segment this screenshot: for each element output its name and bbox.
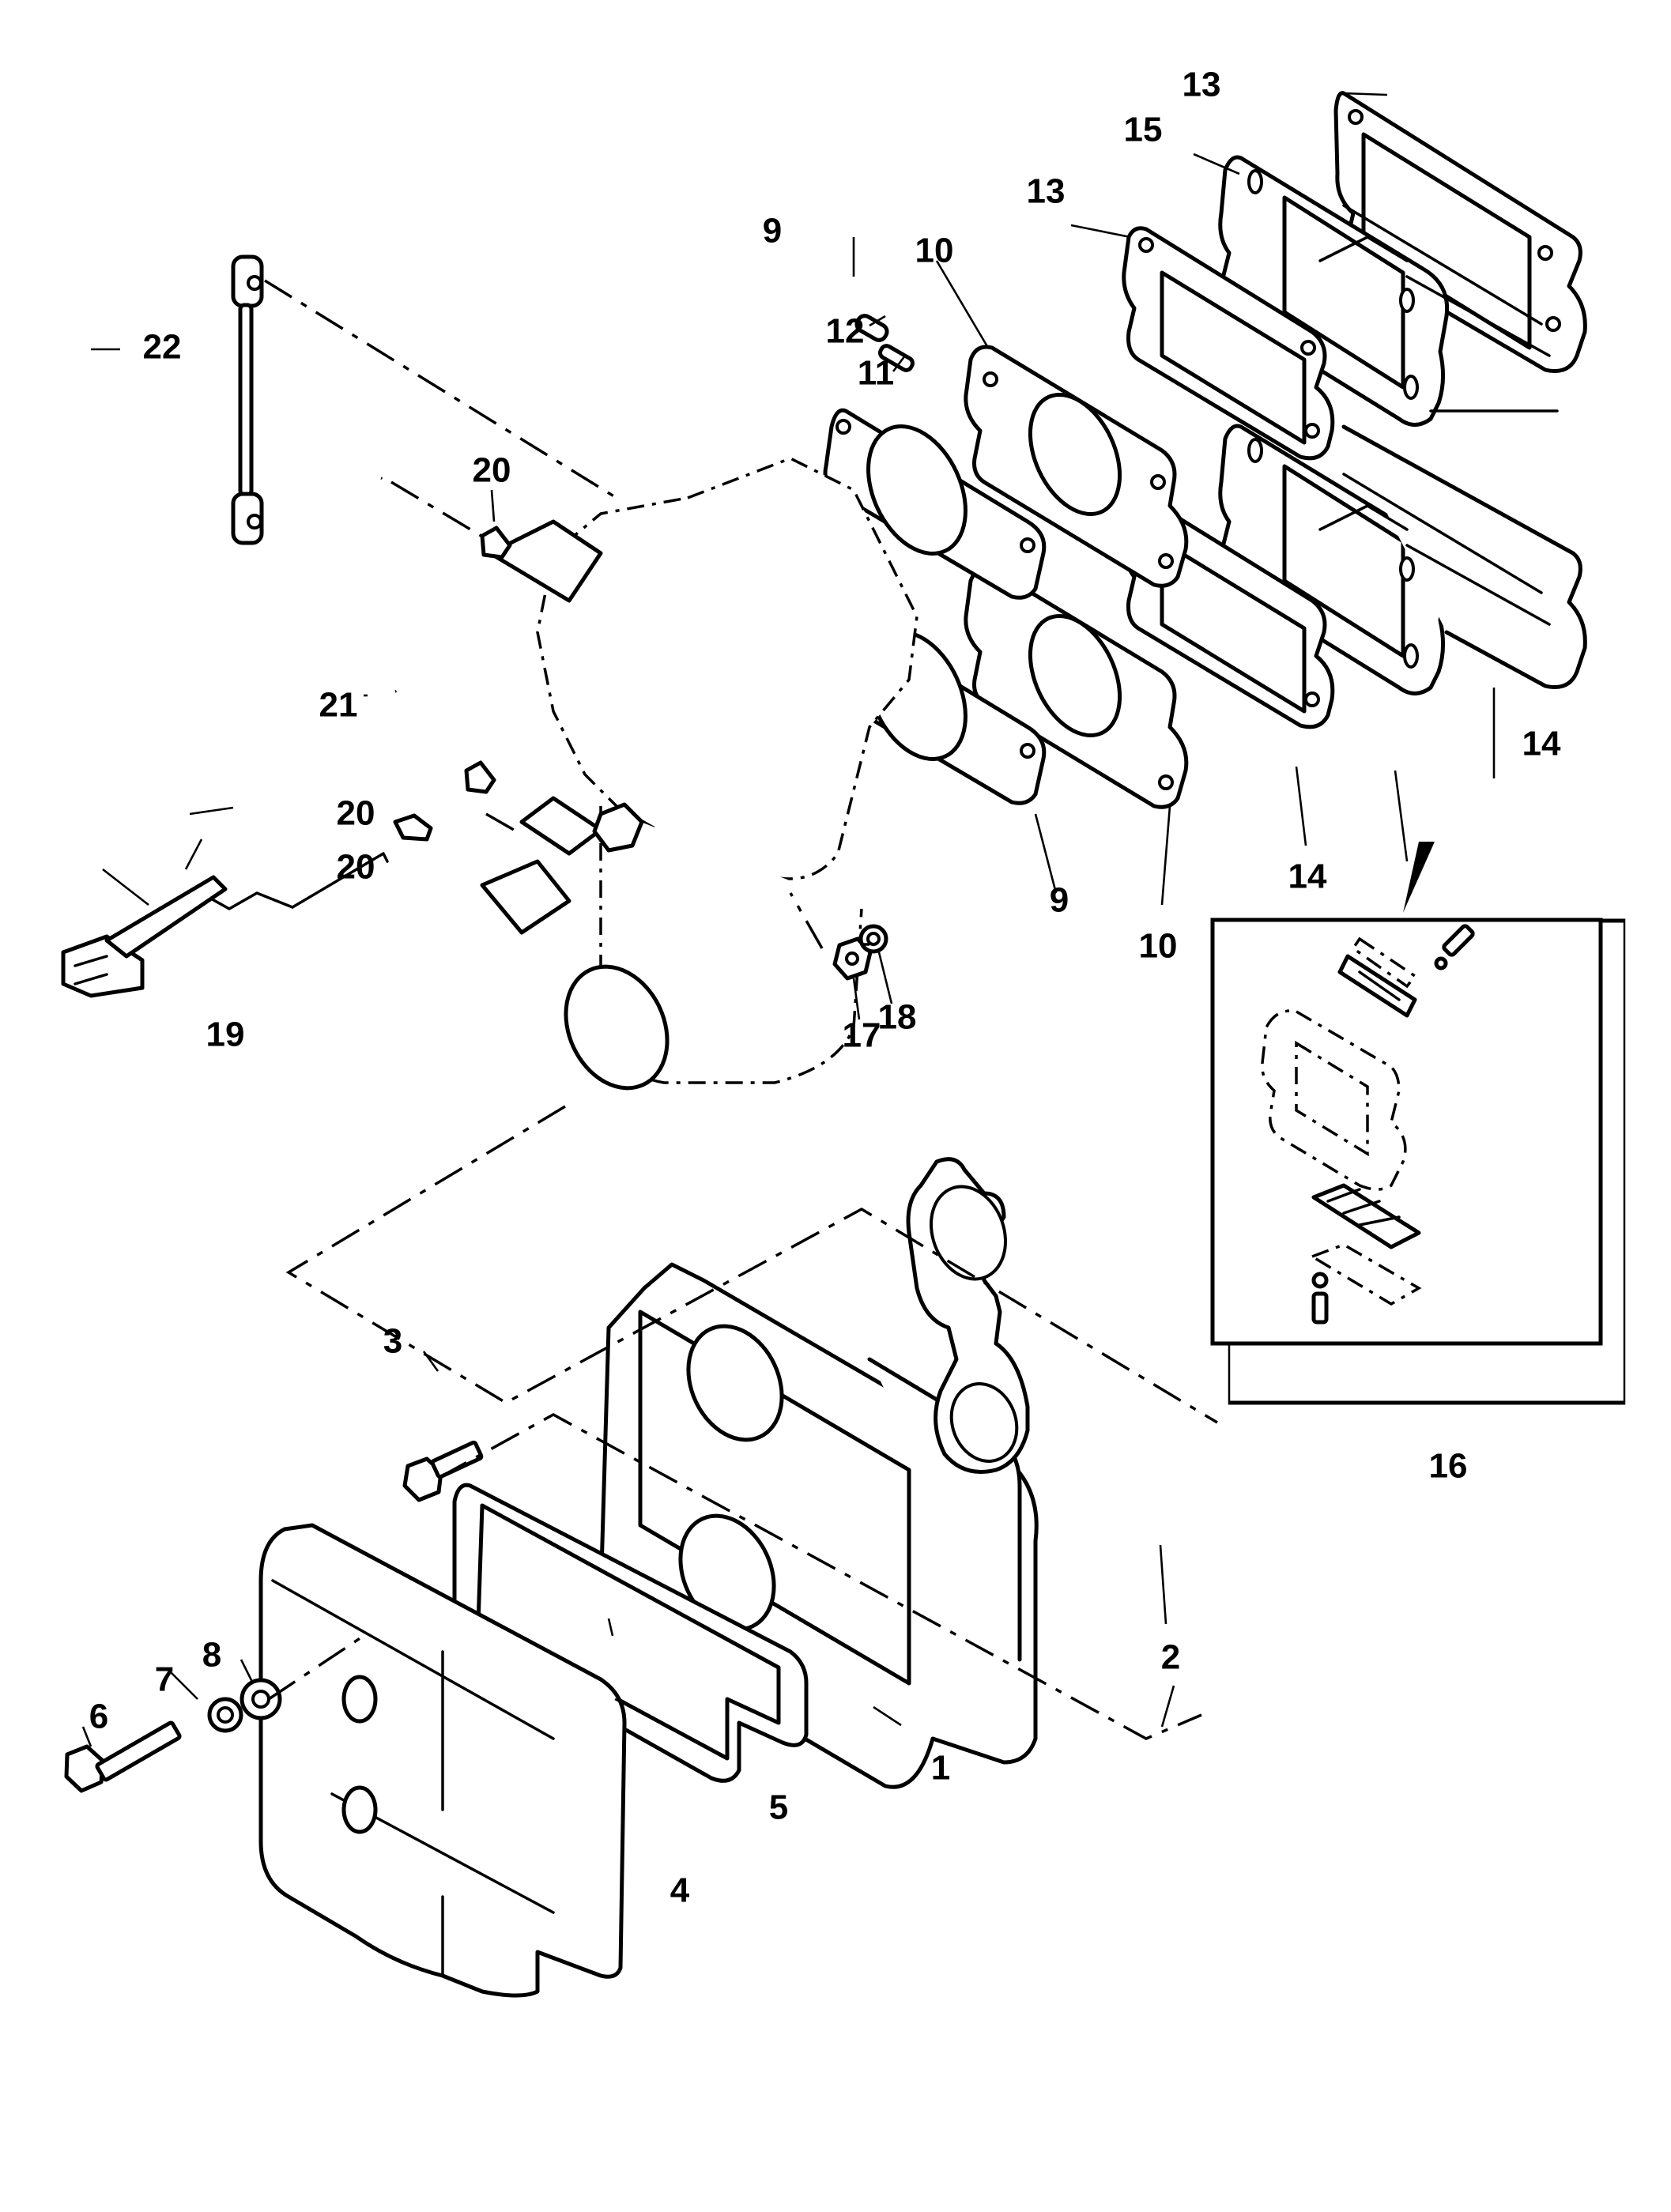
callout-14-right: 14 (1522, 725, 1561, 763)
callout-8: 8 (202, 1636, 221, 1675)
air-box-cover (258, 1523, 627, 1998)
callout-2: 2 (1161, 1638, 1180, 1677)
callout-11: 11 (858, 354, 895, 393)
callout-21: 21 (319, 686, 358, 725)
callout-22: 22 (143, 328, 182, 367)
leader-lines (81, 92, 1496, 1747)
stud (878, 344, 915, 372)
carburetor-gasket-upper (823, 408, 1047, 600)
callout-18: 18 (878, 998, 917, 1037)
callout-20-top: 20 (473, 451, 511, 490)
adaptor-plate-lower (964, 566, 1189, 809)
reed-block-housing-lower (1218, 424, 1587, 695)
inset-reed-valve-parts (1261, 924, 1475, 1325)
callouts: 22 13 15 13 10 9 12 11 20 21 20 20 19 14… (89, 66, 1561, 1910)
callout-3: 3 (383, 1322, 402, 1361)
reed-block-gasket-front-upper (1122, 226, 1335, 461)
bolt (64, 1720, 182, 1793)
gasket-round (906, 1157, 1030, 1474)
reed-block-gasket-rear (1333, 91, 1587, 373)
link-retainer-3 (393, 813, 433, 842)
callout-13-front: 13 (1027, 172, 1066, 211)
callout-13-rear: 13 (1183, 66, 1221, 104)
choke-knob-link (61, 852, 389, 998)
callout-10-upper: 10 (915, 232, 954, 270)
link-retainer-2 (464, 760, 496, 794)
throttle-link-rod (231, 254, 264, 545)
callout-9-lower: 9 (1050, 881, 1069, 920)
callout-20-bottom: 20 (337, 848, 375, 887)
washer (858, 924, 888, 954)
callout-12: 12 (826, 312, 865, 351)
nut (832, 936, 873, 981)
lock-washer (207, 1697, 243, 1733)
callout-20-middle: 20 (337, 794, 375, 833)
callout-16: 16 (1429, 1447, 1468, 1486)
callout-7: 7 (155, 1660, 174, 1699)
callout-19: 19 (206, 1016, 245, 1054)
choke-link (365, 474, 397, 700)
callout-6: 6 (89, 1698, 108, 1736)
callout-10-lower: 10 (1139, 927, 1178, 966)
link-retainer-1 (480, 526, 512, 560)
callout-1: 1 (931, 1749, 950, 1788)
callout-14-left: 14 (1288, 857, 1327, 896)
screw (402, 1440, 484, 1502)
callout-9-upper: 9 (763, 212, 782, 251)
callout-15: 15 (1124, 111, 1163, 149)
callout-17: 17 (843, 1016, 881, 1055)
reed-block-housing-upper (1218, 155, 1559, 427)
carburetor-phantom (480, 457, 918, 1091)
assembly-center-lines (264, 279, 1218, 1740)
adaptor-plate-upper (964, 345, 1189, 588)
callout-5: 5 (769, 1788, 788, 1827)
flat-washer (240, 1678, 282, 1720)
callout-4: 4 (670, 1871, 690, 1910)
